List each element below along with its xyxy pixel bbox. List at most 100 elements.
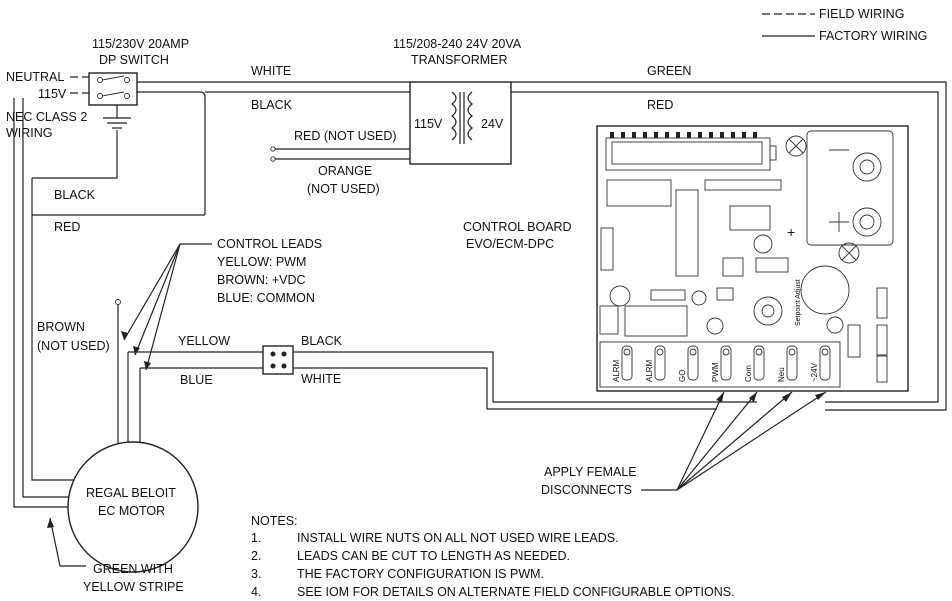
- nec-label-line1: NEC CLASS 2: [6, 110, 87, 124]
- note-number: 1.: [251, 531, 261, 545]
- arrowhead: [144, 361, 151, 370]
- terminal-label: Com: [744, 365, 753, 382]
- motor-label-line1: REGAL BELOIT: [86, 486, 176, 500]
- motor-label-line2: EC MOTOR: [98, 504, 165, 518]
- terminal-label: ALRM: [612, 359, 621, 382]
- control-leads-title: CONTROL LEADS: [217, 237, 322, 251]
- connector-pin: [270, 351, 276, 357]
- switch-blade: [101, 75, 125, 81]
- terminal-label: GO: [678, 370, 687, 382]
- primary-coil: [451, 91, 457, 141]
- header-tab: [769, 145, 777, 161]
- relay-ic: [675, 189, 699, 277]
- top-wires: WHITE BLACK GREEN RED RED (NOT USED) ORA…: [137, 64, 947, 411]
- resistor-strip: [704, 179, 782, 191]
- terminal-label: PWM: [711, 362, 720, 382]
- note-text: SEE IOM FOR DETAILS ON ALTERNATE FIELD C…: [297, 585, 735, 599]
- note-number: 3.: [251, 567, 261, 581]
- header-pins: [610, 132, 757, 138]
- diode: [876, 287, 888, 319]
- motor-inner-wire: [22, 98, 86, 498]
- connector-pin: [270, 363, 276, 369]
- transistor: [722, 257, 744, 277]
- ground-label-line2: YELLOW STRIPE: [83, 580, 184, 594]
- board-capacitor: [706, 317, 724, 335]
- switch-contact: [124, 77, 130, 83]
- board-screw: [838, 242, 860, 264]
- white-label: WHITE: [251, 64, 291, 78]
- ec-motor: REGAL BELOIT EC MOTOR GREEN WITH YELLOW …: [47, 441, 199, 594]
- secondary-voltage: 24V: [481, 117, 504, 131]
- arrowhead: [716, 392, 724, 402]
- switch-title-line1: 115/230V 20AMP: [92, 37, 189, 51]
- orange-label-line2: (NOT USED): [307, 182, 380, 196]
- black-label: BLACK: [251, 98, 293, 112]
- note-number: 2.: [251, 549, 261, 563]
- primary-voltage: 115V: [414, 117, 443, 131]
- v115-label: 115V: [38, 87, 67, 101]
- brown-lead-end: [115, 299, 121, 305]
- legend: FIELD WIRING FACTORY WIRING: [762, 7, 927, 43]
- callout-arrow: [123, 243, 181, 341]
- terminal: PWM: [711, 345, 732, 382]
- left-feed-wires: BLACK RED: [13, 98, 205, 508]
- terminal-row: ALRM ALRM GO PWM Com Neu ~24V: [612, 345, 831, 382]
- brown-label-line2: (NOT USED): [37, 339, 110, 353]
- notes-heading: NOTES:: [251, 514, 298, 528]
- arrowhead: [133, 346, 140, 355]
- connector-body: [262, 345, 294, 375]
- plus-sign: +: [787, 224, 795, 240]
- legend-field-wiring: FIELD WIRING: [819, 7, 904, 21]
- terminal: GO: [678, 345, 699, 382]
- relay: [624, 305, 688, 337]
- black-wire: [137, 91, 410, 215]
- board-capacitor: [609, 285, 631, 307]
- board-screw: [785, 135, 807, 157]
- green-label: GREEN: [647, 64, 691, 78]
- red-label: RED: [647, 98, 673, 112]
- board-capacitor: [753, 234, 773, 254]
- battery-terminal: [852, 152, 882, 182]
- led: [716, 287, 734, 301]
- terminal: ALRM: [612, 345, 633, 382]
- callout-arrow: [145, 243, 181, 371]
- ground-wire: [49, 517, 86, 567]
- callout-arrow: [134, 243, 181, 356]
- control-leads-brown: BROWN: +VDC: [217, 273, 306, 287]
- arrowhead: [121, 331, 128, 340]
- switch-contact: [124, 93, 130, 99]
- orange-label-line1: ORANGE: [318, 164, 372, 178]
- terminal: Neu: [777, 345, 798, 382]
- motor-outer-wire: [13, 98, 86, 508]
- motor-body: [67, 441, 199, 573]
- neutral-label: NEUTRAL: [6, 70, 64, 84]
- setpoint-pot: [753, 296, 783, 326]
- red-left-label: RED: [54, 220, 80, 234]
- disconnect-callout: APPLY FEMALE DISCONNECTS: [541, 391, 827, 497]
- lead-end: [270, 156, 276, 162]
- note-text: INSTALL WIRE NUTS ON ALL NOT USED WIRE L…: [297, 531, 619, 545]
- legend-factory-wiring: FACTORY WIRING: [819, 29, 927, 43]
- brown-label-line1: BROWN: [37, 320, 85, 334]
- blue-label: BLUE: [180, 373, 213, 387]
- callout-arrow: [676, 391, 827, 491]
- inline-connector: BLACK WHITE: [262, 334, 757, 410]
- side-component: [600, 227, 614, 271]
- ic-chip: [611, 141, 763, 165]
- large-capacitor: [800, 265, 850, 315]
- terminal-label: ALRM: [645, 359, 654, 382]
- white-conn-label: WHITE: [301, 372, 341, 386]
- resistor: [650, 289, 686, 301]
- terminal-label: Neu: [777, 367, 786, 382]
- control-leads-yellow: YELLOW: PWM: [217, 255, 306, 269]
- transformer-title-line2: TRANSFORMER: [411, 53, 508, 67]
- terminal: ALRM: [645, 345, 666, 382]
- callout-arrow: [676, 391, 758, 491]
- red-feed: [31, 178, 86, 481]
- battery-terminal: [852, 207, 882, 237]
- resistor: [755, 257, 789, 273]
- terminal: ~24V: [810, 345, 831, 382]
- callout-arrow: [676, 391, 725, 491]
- board-capacitor: [691, 290, 707, 306]
